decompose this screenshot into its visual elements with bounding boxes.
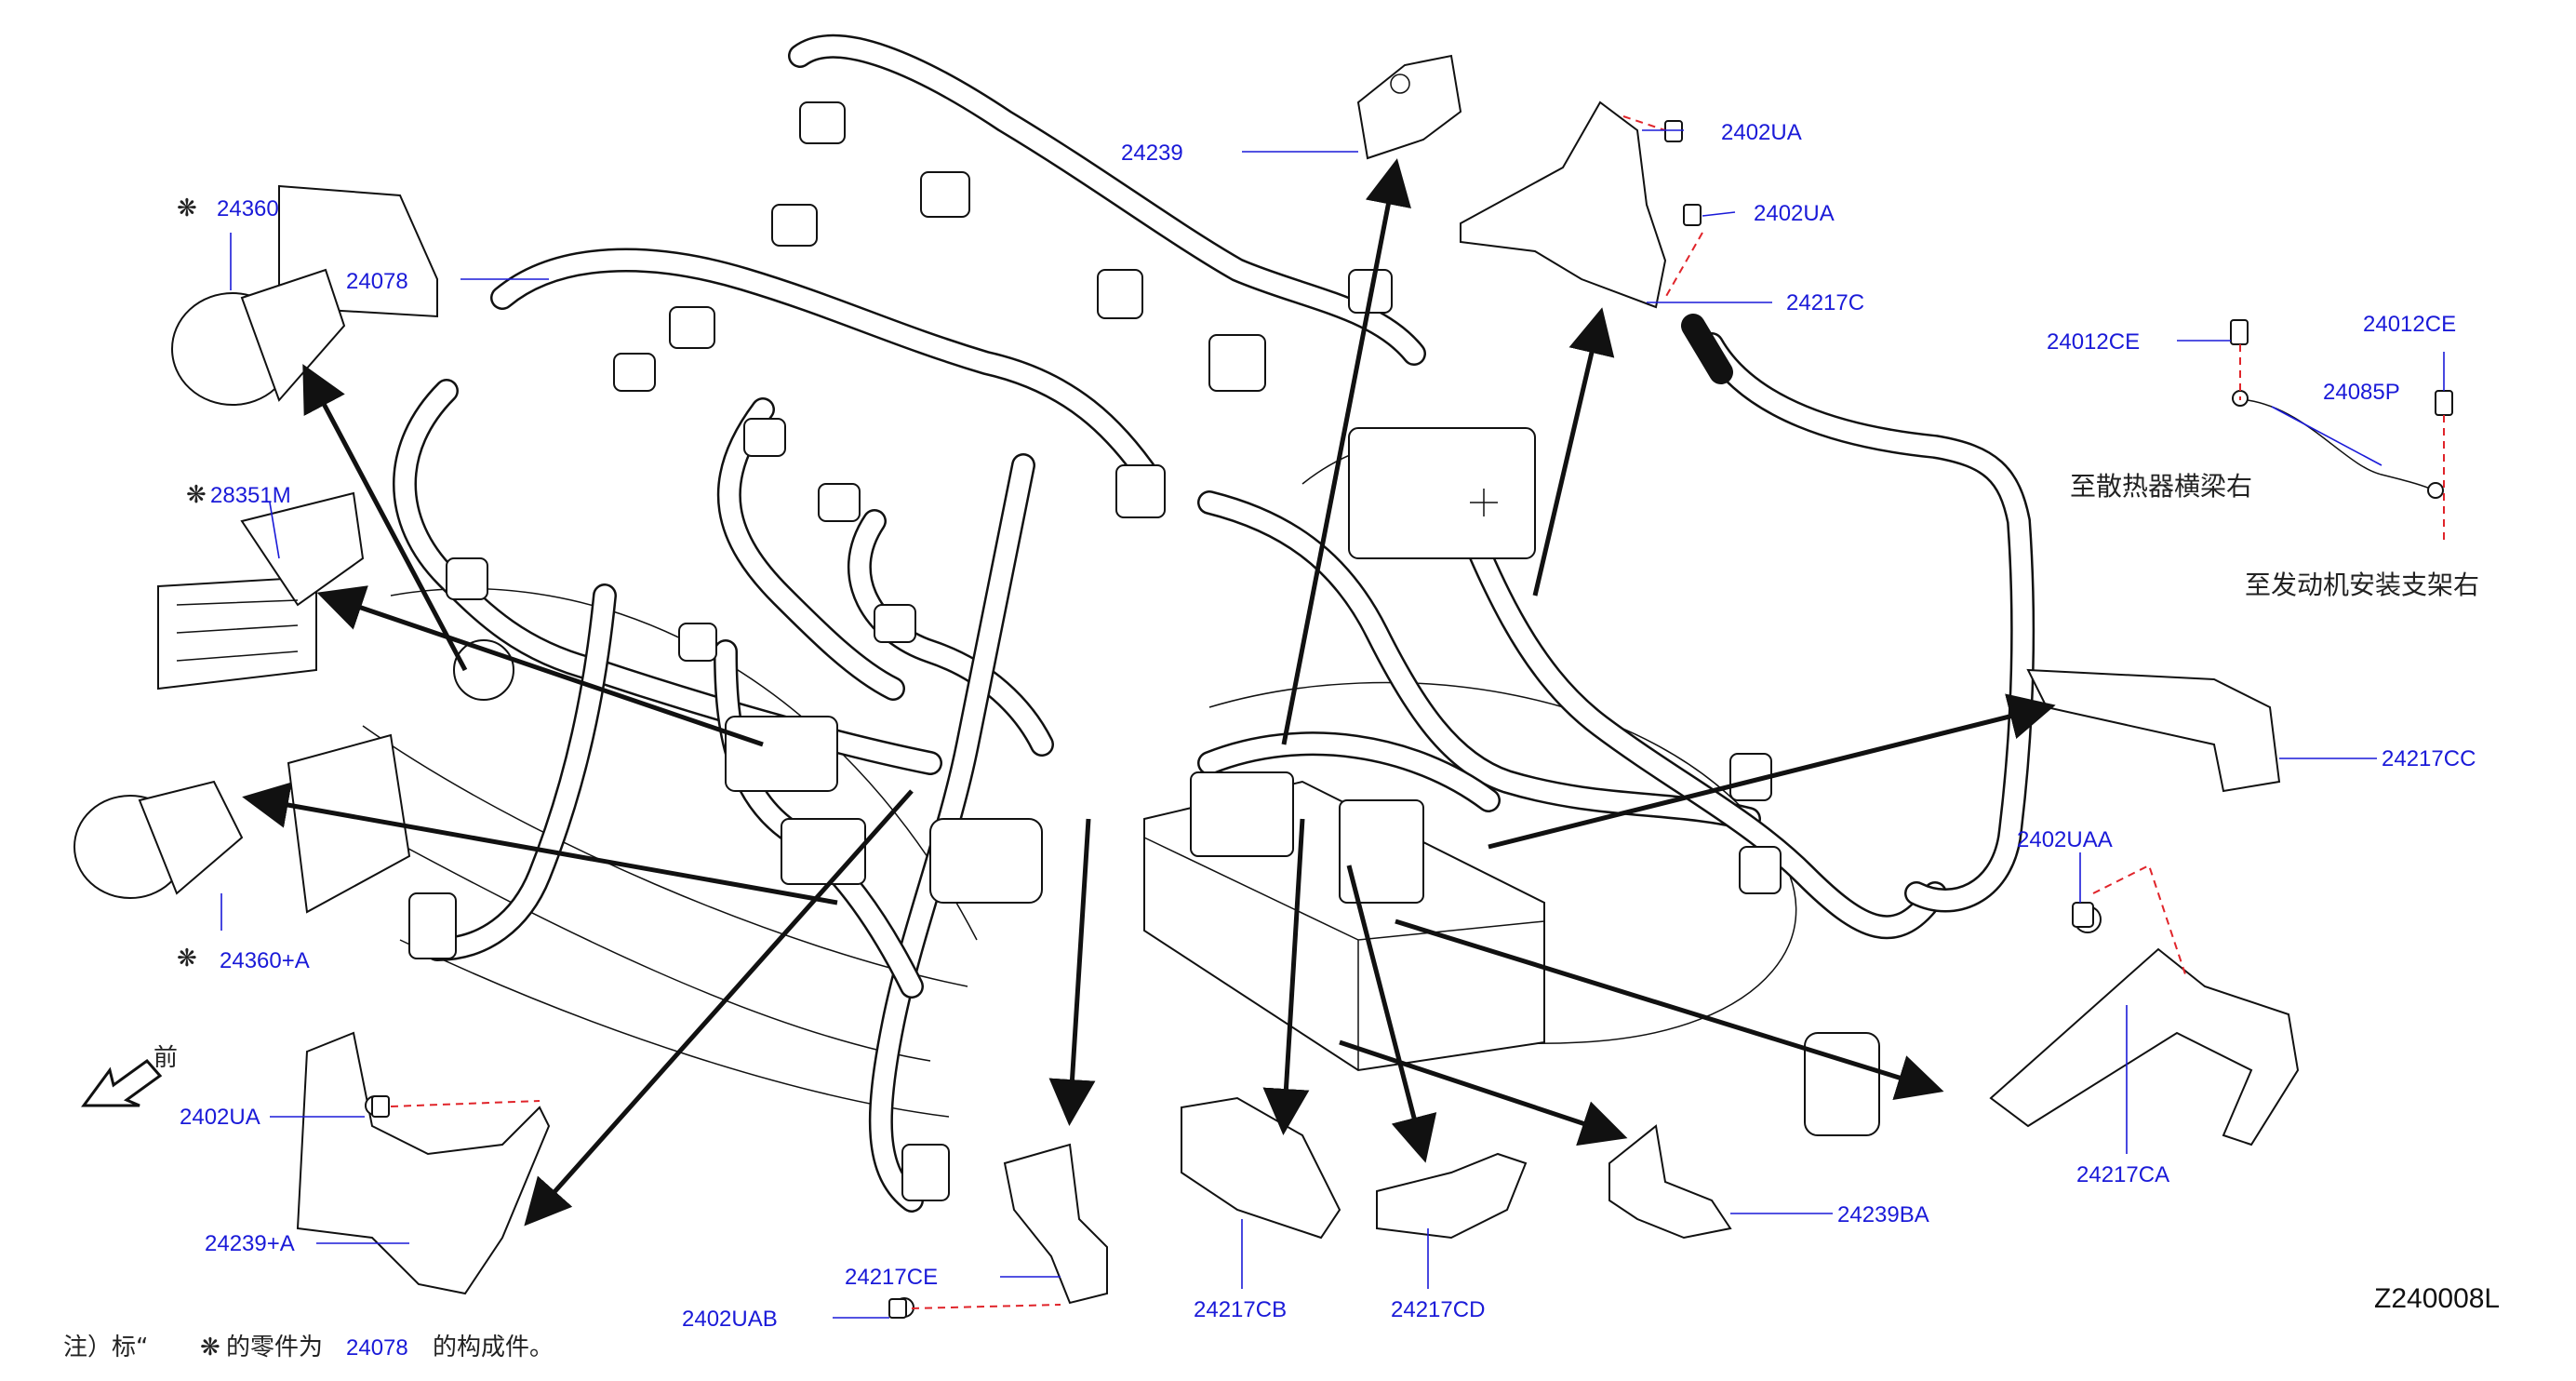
label-24239A: 24239+A (205, 1231, 295, 1256)
part-24217CA-bracket (1989, 905, 2300, 1146)
footnote: 注）标“ 的零件为 24078 的构成件。 (63, 1334, 554, 1361)
part-24217CB-bracket (1181, 1096, 1341, 1240)
label-2402UAA: 2402UAA (2017, 827, 2113, 852)
part-24360A-grommet (73, 733, 411, 914)
label-24360: 24360 (217, 196, 279, 221)
part-24239A-bracket (296, 1031, 551, 1295)
text-to-engine-mount: 至发动机安装支架右 (2245, 570, 2479, 600)
label-leaders (220, 129, 2445, 1319)
callout-arrows (242, 158, 2056, 1227)
label-24078: 24078 (346, 269, 408, 294)
part-24217C-bracket (1460, 101, 1667, 309)
bolts (371, 120, 2094, 1319)
part-24360-grommet (171, 184, 438, 406)
part-28351M-relay (157, 491, 365, 690)
front-arrow-icon (81, 1058, 163, 1107)
part-labels: 24239 24360 24078 28351M 24360+A 2402UA … (180, 120, 2479, 1332)
svg-text:❋: ❋ (177, 194, 197, 221)
label-24012CE-right: 24012CE (2363, 312, 2456, 337)
note-middle: 的零件为 (226, 1334, 323, 1361)
part-24217CC-bracket (2026, 668, 2281, 793)
label-24217CB: 24217CB (1194, 1297, 1287, 1322)
wire-harness-24078 (393, 34, 2035, 1213)
note-prefix: 注）标“ (63, 1334, 148, 1361)
label-24239: 24239 (1121, 141, 1183, 166)
note-part: 24078 (346, 1335, 408, 1361)
label-28351M: 28351M (210, 483, 291, 508)
label-2402UA-bottom: 2402UA (180, 1105, 260, 1130)
part-24239BA-bracket (1608, 1124, 1732, 1240)
label-2402UA-top2: 2402UA (1754, 201, 1835, 226)
label-24217CD: 24217CD (1391, 1297, 1485, 1322)
fastener-dash-lines (390, 115, 2445, 1309)
label-2402UAB: 2402UAB (682, 1307, 778, 1332)
text-to-radiator: 至散热器横梁右 (2070, 471, 2252, 502)
label-2402UA-top1: 2402UA (1721, 120, 1802, 145)
svg-text:❋: ❋ (177, 944, 197, 972)
label-24239BA: 24239BA (1837, 1202, 1929, 1227)
label-24012CE-left: 24012CE (2047, 329, 2140, 355)
label-24217C: 24217C (1786, 290, 1864, 315)
svg-text:❋: ❋ (186, 480, 207, 508)
part-24239-bracket (1356, 54, 1462, 160)
star-mark-icon: ❋ ❋ ❋ ❋ (177, 194, 220, 1361)
label-24217CA: 24217CA (2076, 1162, 2169, 1187)
part-24085P-ground-strap (2230, 319, 2453, 499)
svg-text:❋: ❋ (200, 1333, 220, 1361)
label-24360A: 24360+A (220, 948, 310, 973)
label-24217CE: 24217CE (845, 1265, 938, 1290)
note-suffix: 的构成件。 (433, 1334, 554, 1361)
front-label: 前 (153, 1044, 178, 1072)
label-24085P: 24085P (2323, 380, 2400, 405)
label-24217CC: 24217CC (2382, 746, 2476, 771)
diagram-code: Z240008L (2374, 1283, 2500, 1314)
part-24217CD-bracket (1376, 1152, 1528, 1240)
